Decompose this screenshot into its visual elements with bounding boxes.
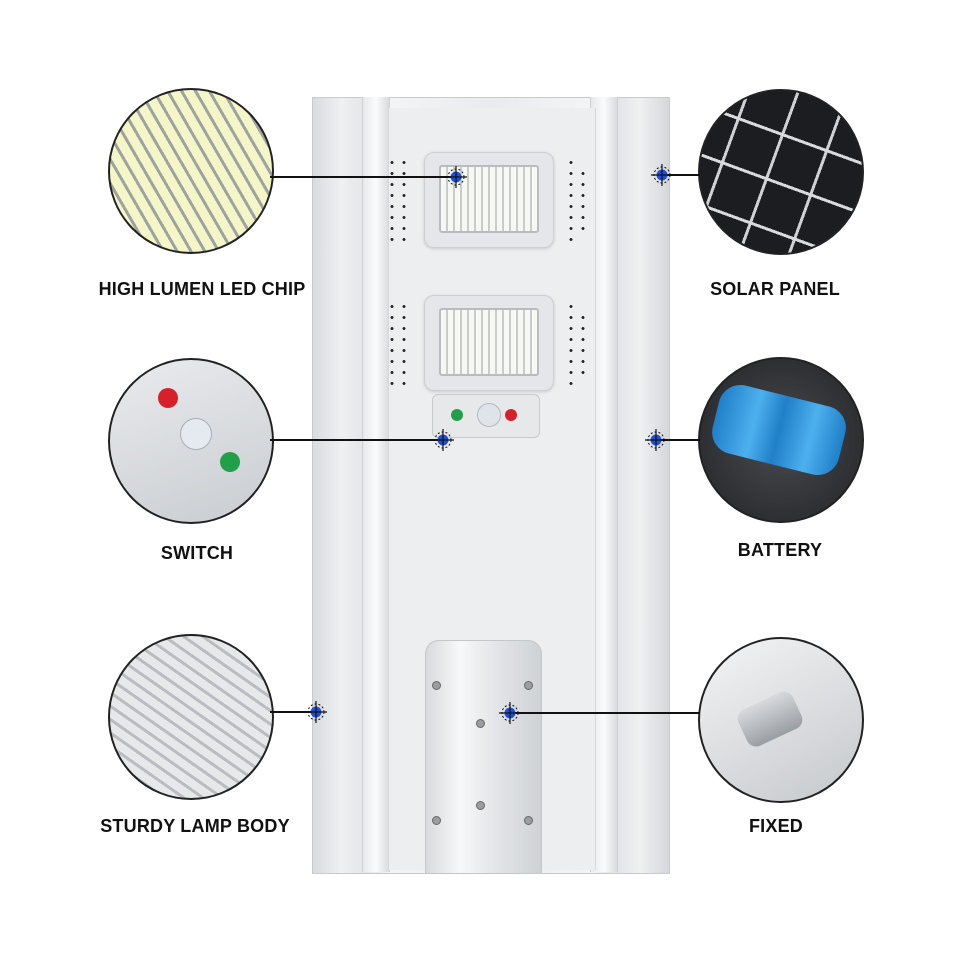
vent-holes: [580, 168, 586, 234]
leader-line: [270, 711, 316, 713]
vent-holes: [389, 157, 395, 245]
label-solar-panel: SOLAR PANEL: [710, 279, 840, 299]
leader-line: [270, 439, 443, 441]
motion-sensor: [477, 403, 501, 427]
switch-closeup: [108, 358, 274, 524]
vent-holes: [580, 312, 586, 378]
leader-line: [662, 174, 700, 176]
switch-box: [432, 394, 540, 438]
label-fixed: FIXED: [748, 816, 804, 836]
green-button: [451, 409, 463, 421]
leader-line: [510, 712, 700, 714]
vent-holes: [568, 301, 574, 389]
led-module-top: [424, 152, 554, 248]
target-marker-icon: [645, 429, 667, 451]
target-marker-icon: [432, 429, 454, 451]
label-led-chip: HIGH LUMEN LED CHIP: [98, 279, 306, 299]
target-marker-icon: [305, 701, 327, 723]
label-battery: BATTERY: [737, 540, 823, 560]
red-button: [505, 409, 517, 421]
vent-holes: [401, 301, 407, 389]
lamp-body-closeup: [108, 634, 274, 800]
target-marker-icon: [499, 702, 521, 724]
label-lamp-body: STURDY LAMP BODY: [100, 816, 290, 836]
pole-mount-closeup: [698, 637, 864, 803]
led-chip-closeup: [108, 88, 274, 254]
lamp-rail-left: [362, 97, 390, 872]
target-marker-icon: [445, 166, 467, 188]
leader-line: [656, 439, 700, 441]
label-switch: SWITCH: [160, 543, 234, 563]
vent-holes: [389, 301, 395, 389]
vent-holes: [568, 157, 574, 245]
pole-mount: [425, 640, 542, 874]
target-marker-icon: [651, 164, 673, 186]
solar-panel-closeup: [698, 89, 864, 255]
battery-closeup: [698, 357, 864, 523]
leader-line: [270, 176, 456, 178]
led-module-bottom: [424, 295, 554, 391]
vent-holes: [401, 157, 407, 245]
